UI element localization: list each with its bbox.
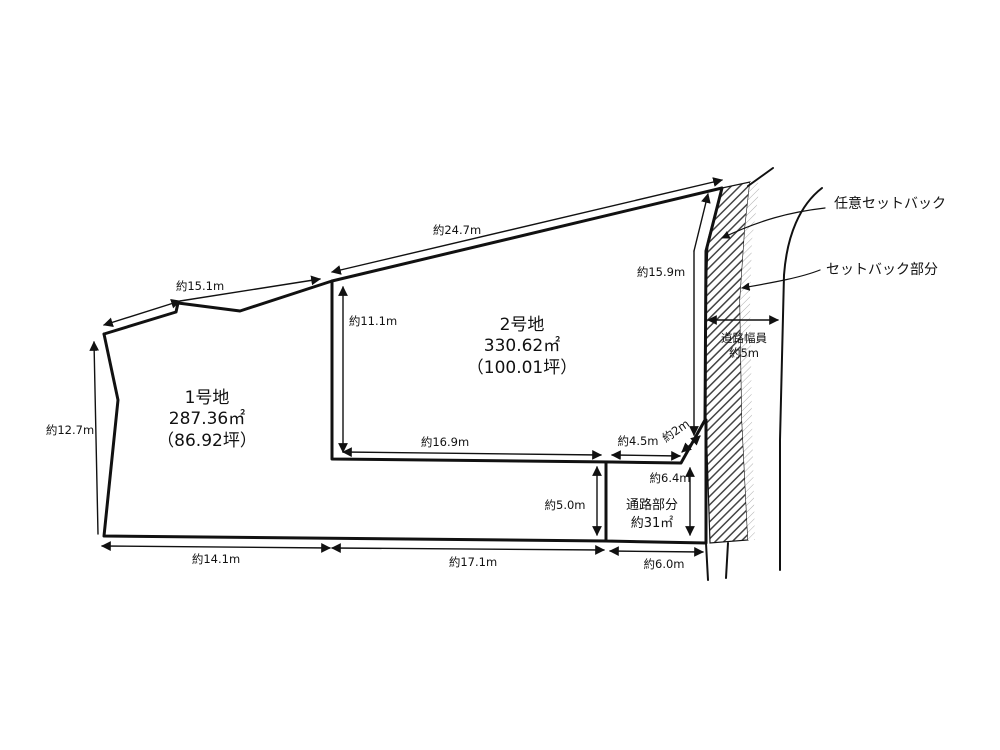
dim-label-11-1: 約11.1m: [349, 314, 397, 328]
callout-leader-portion: [741, 269, 821, 291]
dim-arrow-24-7: [331, 177, 723, 275]
road-top-tick: [747, 167, 774, 187]
dim-label-15-9: 約15.9m: [637, 265, 685, 279]
dim-label-5-0: 約5.0m: [545, 498, 586, 512]
dim-label-15-1: 約15.1m: [176, 279, 224, 293]
dim-label-14-1: 約14.1m: [192, 552, 240, 566]
dim-arrow-6-0: [609, 546, 704, 557]
dim-arrow-15-9: [693, 193, 711, 252]
callout-setback-portion: セットバック部分: [826, 262, 938, 278]
road-portion-area: 約31㎡: [631, 516, 674, 531]
dim-arrow-4-5: [611, 450, 681, 461]
dim-label-6-4: 約6.4m: [650, 471, 691, 485]
callout-optional-setback: 任意セットバック: [834, 195, 946, 212]
callout-leader-optional: [721, 207, 826, 239]
lot1-area-tsubo: （86.92坪）: [157, 431, 257, 451]
road-edge-right: [779, 187, 823, 571]
dim-label-12-7: 約12.7m: [46, 423, 94, 437]
dim-arrow-12-7: [89, 341, 100, 535]
dim-label-17-1: 約17.1m: [449, 555, 497, 569]
lot1-boundary: [102, 332, 608, 543]
lot2-area-m2: 330.62㎡: [484, 336, 560, 356]
setback-light-strip: [740, 182, 760, 540]
road-bottom-mid: [725, 542, 729, 579]
road-width-value: 約5m: [729, 346, 759, 360]
lot1-area-m2: 287.36㎡: [169, 409, 245, 429]
dim-arrow-2: [681, 435, 701, 453]
dim-label-16-9: 約16.9m: [421, 435, 469, 449]
lot2-name: 2号地: [500, 315, 545, 335]
dim-label-4-5: 約4.5m: [618, 434, 659, 448]
dim-arrow-15-1b: [179, 275, 321, 302]
dim-arrow-14-1: [101, 541, 331, 553]
road-width-label: 道路幅員: [721, 331, 767, 345]
passage-boundary: [604, 418, 708, 545]
dim-label-2: 約2m: [659, 416, 692, 445]
dim-arrow-16-9: [342, 447, 602, 460]
road-portion-label: 通路部分: [626, 497, 678, 513]
dim-arrow-17-1: [331, 543, 605, 555]
lot2-area-tsubo: （100.01坪）: [467, 358, 577, 378]
dim-label-6-0: 約6.0m: [644, 557, 685, 571]
dim-label-24-7: 約24.7m: [433, 223, 481, 237]
dim-arrow-15-1: [103, 298, 181, 328]
lot1-name: 1号地: [185, 388, 230, 408]
road-bottom-left: [705, 542, 709, 581]
